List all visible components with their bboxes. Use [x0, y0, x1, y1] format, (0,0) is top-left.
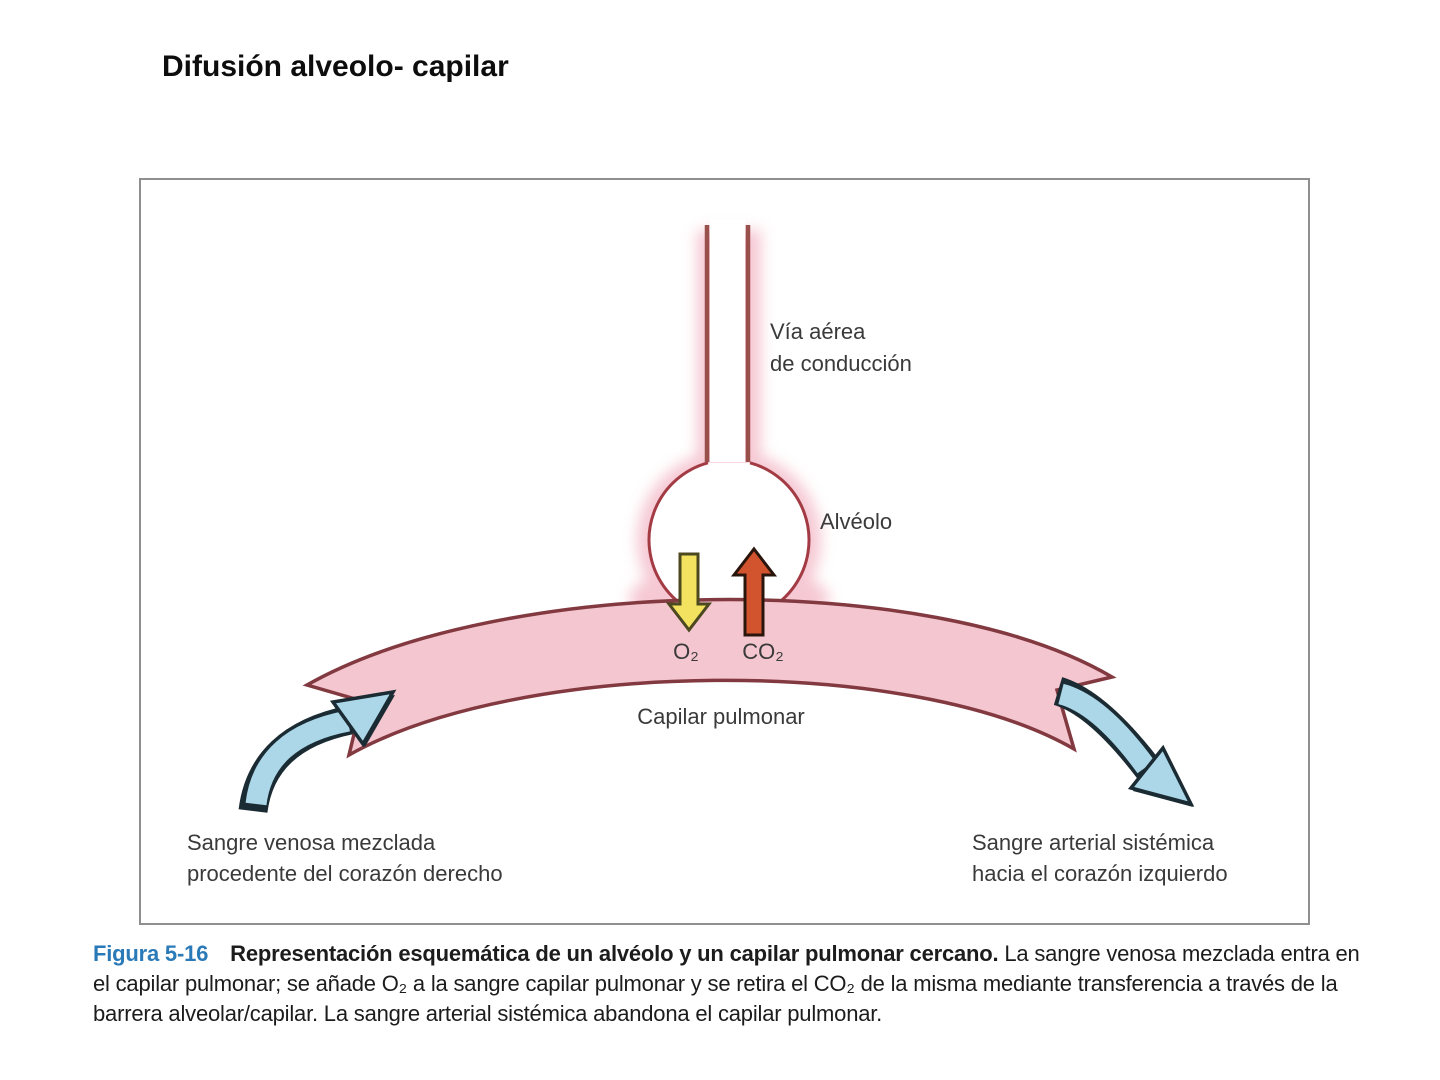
co2-label: CO₂ [742, 639, 784, 664]
airway-label-line1: Vía aérea [770, 319, 866, 344]
airway-label-line2: de conducción [770, 351, 912, 376]
figure-box: Vía aérea de conducción Alvéolo O₂ CO₂ C… [139, 178, 1310, 925]
o2-label: O₂ [673, 639, 699, 664]
caption-bold-text: Representación esquemática de un alvéolo… [230, 941, 999, 966]
venous-label-line2: procedente del corazón derecho [187, 861, 503, 886]
arterial-label-line1: Sangre arterial sistémica [972, 830, 1215, 855]
capillary-band [302, 597, 1117, 759]
alveolus-label: Alvéolo [820, 509, 892, 534]
arterial-blood-arrow [1053, 677, 1195, 807]
figure-caption: Figura 5-16 Representación esquemática de… [93, 939, 1365, 1029]
alveolus-capillary-diagram: Vía aérea de conducción Alvéolo O₂ CO₂ C… [187, 220, 1228, 886]
o2-arrow-down [665, 552, 713, 633]
co2-arrow-up [730, 546, 778, 637]
capillary-label: Capilar pulmonar [637, 704, 805, 729]
venous-blood-arrow [238, 689, 397, 814]
caption-body-text: La sangre venosa mezclada entra en el ca… [93, 941, 1360, 1026]
figure-labels: Vía aérea de conducción Alvéolo O₂ CO₂ C… [187, 319, 1228, 886]
venous-label-line1: Sangre venosa mezclada [187, 830, 436, 855]
airway-lumen [710, 220, 745, 462]
alveolus-circle [647, 461, 811, 622]
page-title: Difusión alveolo- capilar [162, 50, 509, 83]
caption-figure-number: Figura 5-16 [93, 941, 209, 966]
arterial-label-line2: hacia el corazón izquierdo [972, 861, 1228, 886]
conducting-airway-tube [704, 225, 751, 462]
